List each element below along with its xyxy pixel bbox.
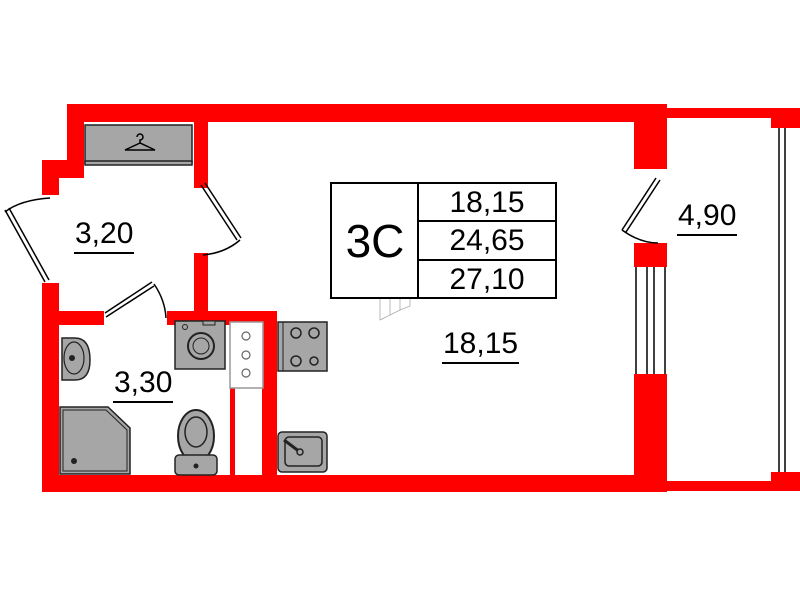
washbasin-icon [61,337,91,381]
living-area-value: 18,15 [449,186,525,219]
hanger-icon [124,133,156,151]
room-area-hallway: 3,20 [74,216,135,254]
door-icon [4,177,661,319]
water-heater-icon [229,321,264,389]
unit-type-label: 3С [345,215,405,267]
sink-icon [277,431,328,473]
shower-tray-icon [59,406,131,475]
room-area-balcony: 4,90 [677,198,738,236]
summary-table [330,182,557,299]
stove-icon [277,321,328,372]
walls [42,104,800,492]
room-area-bathroom: 3,30 [113,365,174,403]
total-area-value: 24,65 [449,224,525,257]
toilet-icon [174,409,218,476]
washing-machine-icon [174,320,226,370]
total-with-balcony-value: 27,10 [449,263,525,296]
wardrobe [84,124,193,166]
room-area-living-room: 18,15 [442,326,520,364]
window-icon [635,128,786,472]
